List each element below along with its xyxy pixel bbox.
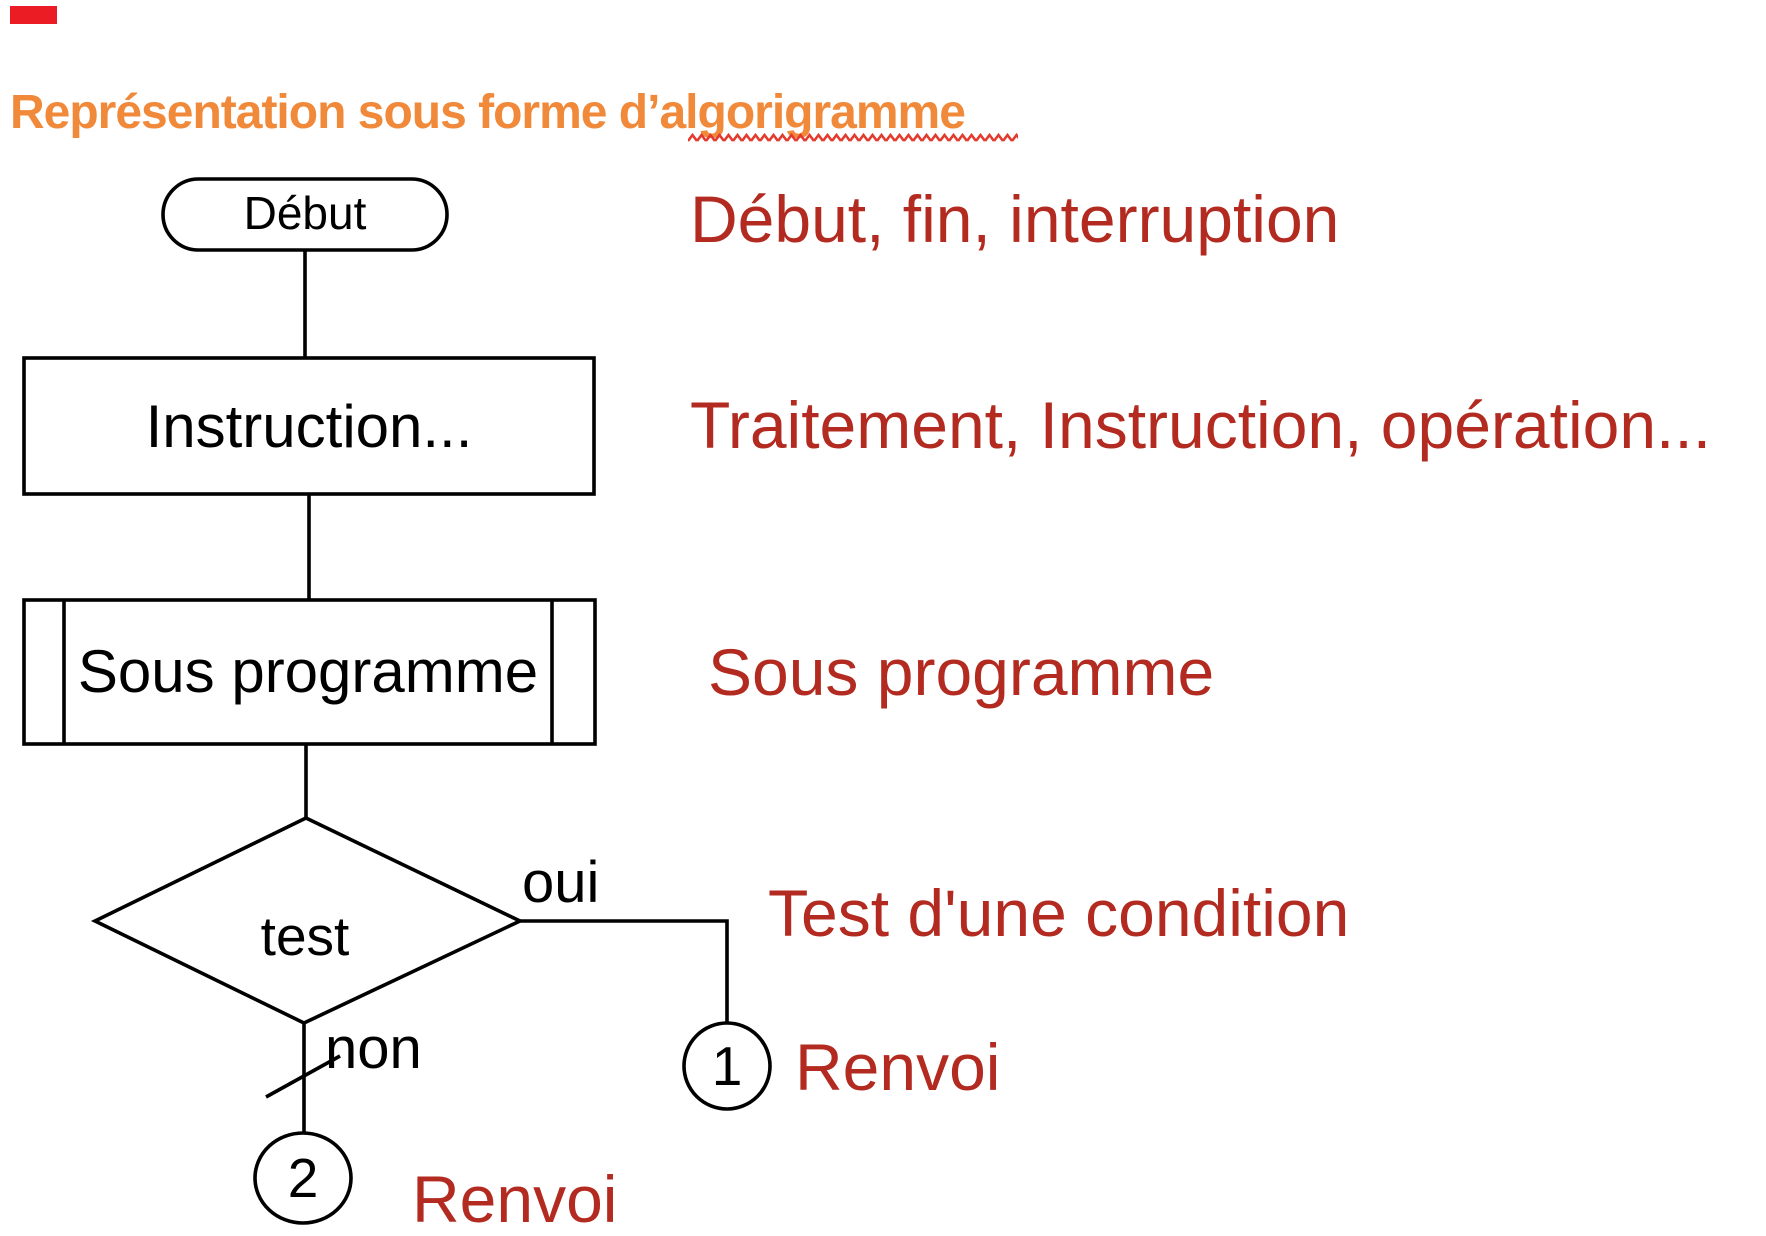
squiggle-wave (688, 131, 1018, 145)
start-terminator-shape (161, 177, 449, 252)
yes-branch-line (520, 919, 729, 1023)
subroutine-label: Sous programme (78, 638, 538, 705)
page-title-text: Représentation sous forme d’ (10, 86, 660, 139)
page-title-underlined-word: algorigramme (659, 86, 965, 139)
connector-circle-2 (253, 1131, 353, 1225)
process-box (22, 356, 596, 496)
decision-label: test (261, 905, 350, 967)
legend-terminator: Début, fin, interruption (690, 182, 1339, 256)
process-label: Instruction... (146, 393, 473, 460)
spellcheck-squiggle-underline (688, 131, 1018, 145)
accent-bar (10, 6, 57, 24)
page-title: Représentation sous forme d’algorigramme (10, 86, 966, 139)
connector-1-label: 1 (712, 1035, 743, 1097)
legend-connector-1: Renvoi (795, 1030, 1000, 1104)
yes-label: oui (522, 850, 599, 915)
legend-subroutine: Sous programme (708, 635, 1214, 709)
connector-circle-1 (682, 1021, 772, 1111)
start-label: Début (244, 187, 367, 239)
break-slash (265, 1054, 341, 1099)
connector-2-label: 2 (288, 1147, 319, 1209)
legend-decision: Test d'une condition (768, 876, 1349, 950)
legend-process: Traitement, Instruction, opération... (690, 388, 1711, 462)
subroutine-box (22, 598, 597, 746)
legend-connector-2: Renvoi (412, 1162, 617, 1236)
no-label: non (325, 1016, 422, 1081)
